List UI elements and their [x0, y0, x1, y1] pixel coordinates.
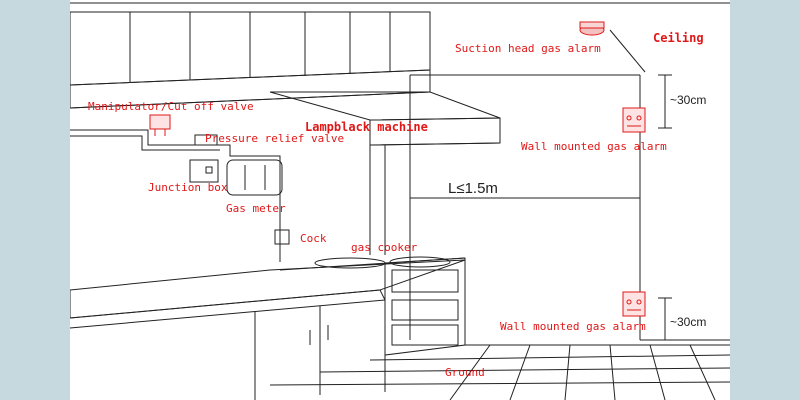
- label-ceiling: Ceiling: [653, 31, 704, 45]
- wall-alarm-icon: [622, 107, 646, 133]
- alarm-head-icon: [579, 21, 605, 36]
- valve-box: [194, 134, 218, 146]
- label-wall-alarm-top: Wall mounted gas alarm: [521, 140, 667, 153]
- label-gas-meter: Gas meter: [226, 202, 286, 215]
- upper-cabinets: [70, 11, 431, 109]
- gas-meter-icon: [226, 159, 283, 196]
- label-dim-top: ~30cm: [670, 93, 706, 107]
- dimension-lines: [409, 74, 672, 341]
- floor-grid: [269, 344, 730, 400]
- range-hood: [269, 91, 501, 255]
- junction-box: [189, 159, 219, 183]
- kitchen-gas-diagram: Suction head gas alarm Ceiling Manipulat…: [70, 2, 730, 400]
- countertop: [70, 259, 466, 329]
- label-cock: Cock: [300, 232, 327, 245]
- label-gas-cooker: gas cooker: [351, 241, 418, 254]
- label-dim-bottom: ~30cm: [670, 315, 706, 329]
- label-suction-alarm: Suction head gas alarm: [455, 42, 601, 55]
- gas-pipe: [70, 129, 281, 262]
- label-ground: Ground: [445, 366, 485, 379]
- label-pressure-relief: Pressure relief valve: [205, 132, 344, 145]
- label-junction-box: Junction box: [148, 181, 228, 194]
- diagram-panel: Suction head gas alarm Ceiling Manipulat…: [70, 0, 730, 400]
- label-manipulator: Manipulator/Cut off valve: [88, 100, 254, 113]
- ceiling-slope-line: [609, 29, 646, 73]
- stove-unit: [279, 256, 466, 356]
- valve-icon: [149, 114, 171, 136]
- cock-icon: [274, 229, 290, 245]
- label-wall-alarm-bottom: Wall mounted gas alarm: [500, 320, 646, 333]
- wall-alarm-icon: [622, 291, 646, 317]
- label-distance: L≤1.5m: [448, 180, 498, 197]
- label-lampblack: Lampblack machine: [305, 120, 428, 134]
